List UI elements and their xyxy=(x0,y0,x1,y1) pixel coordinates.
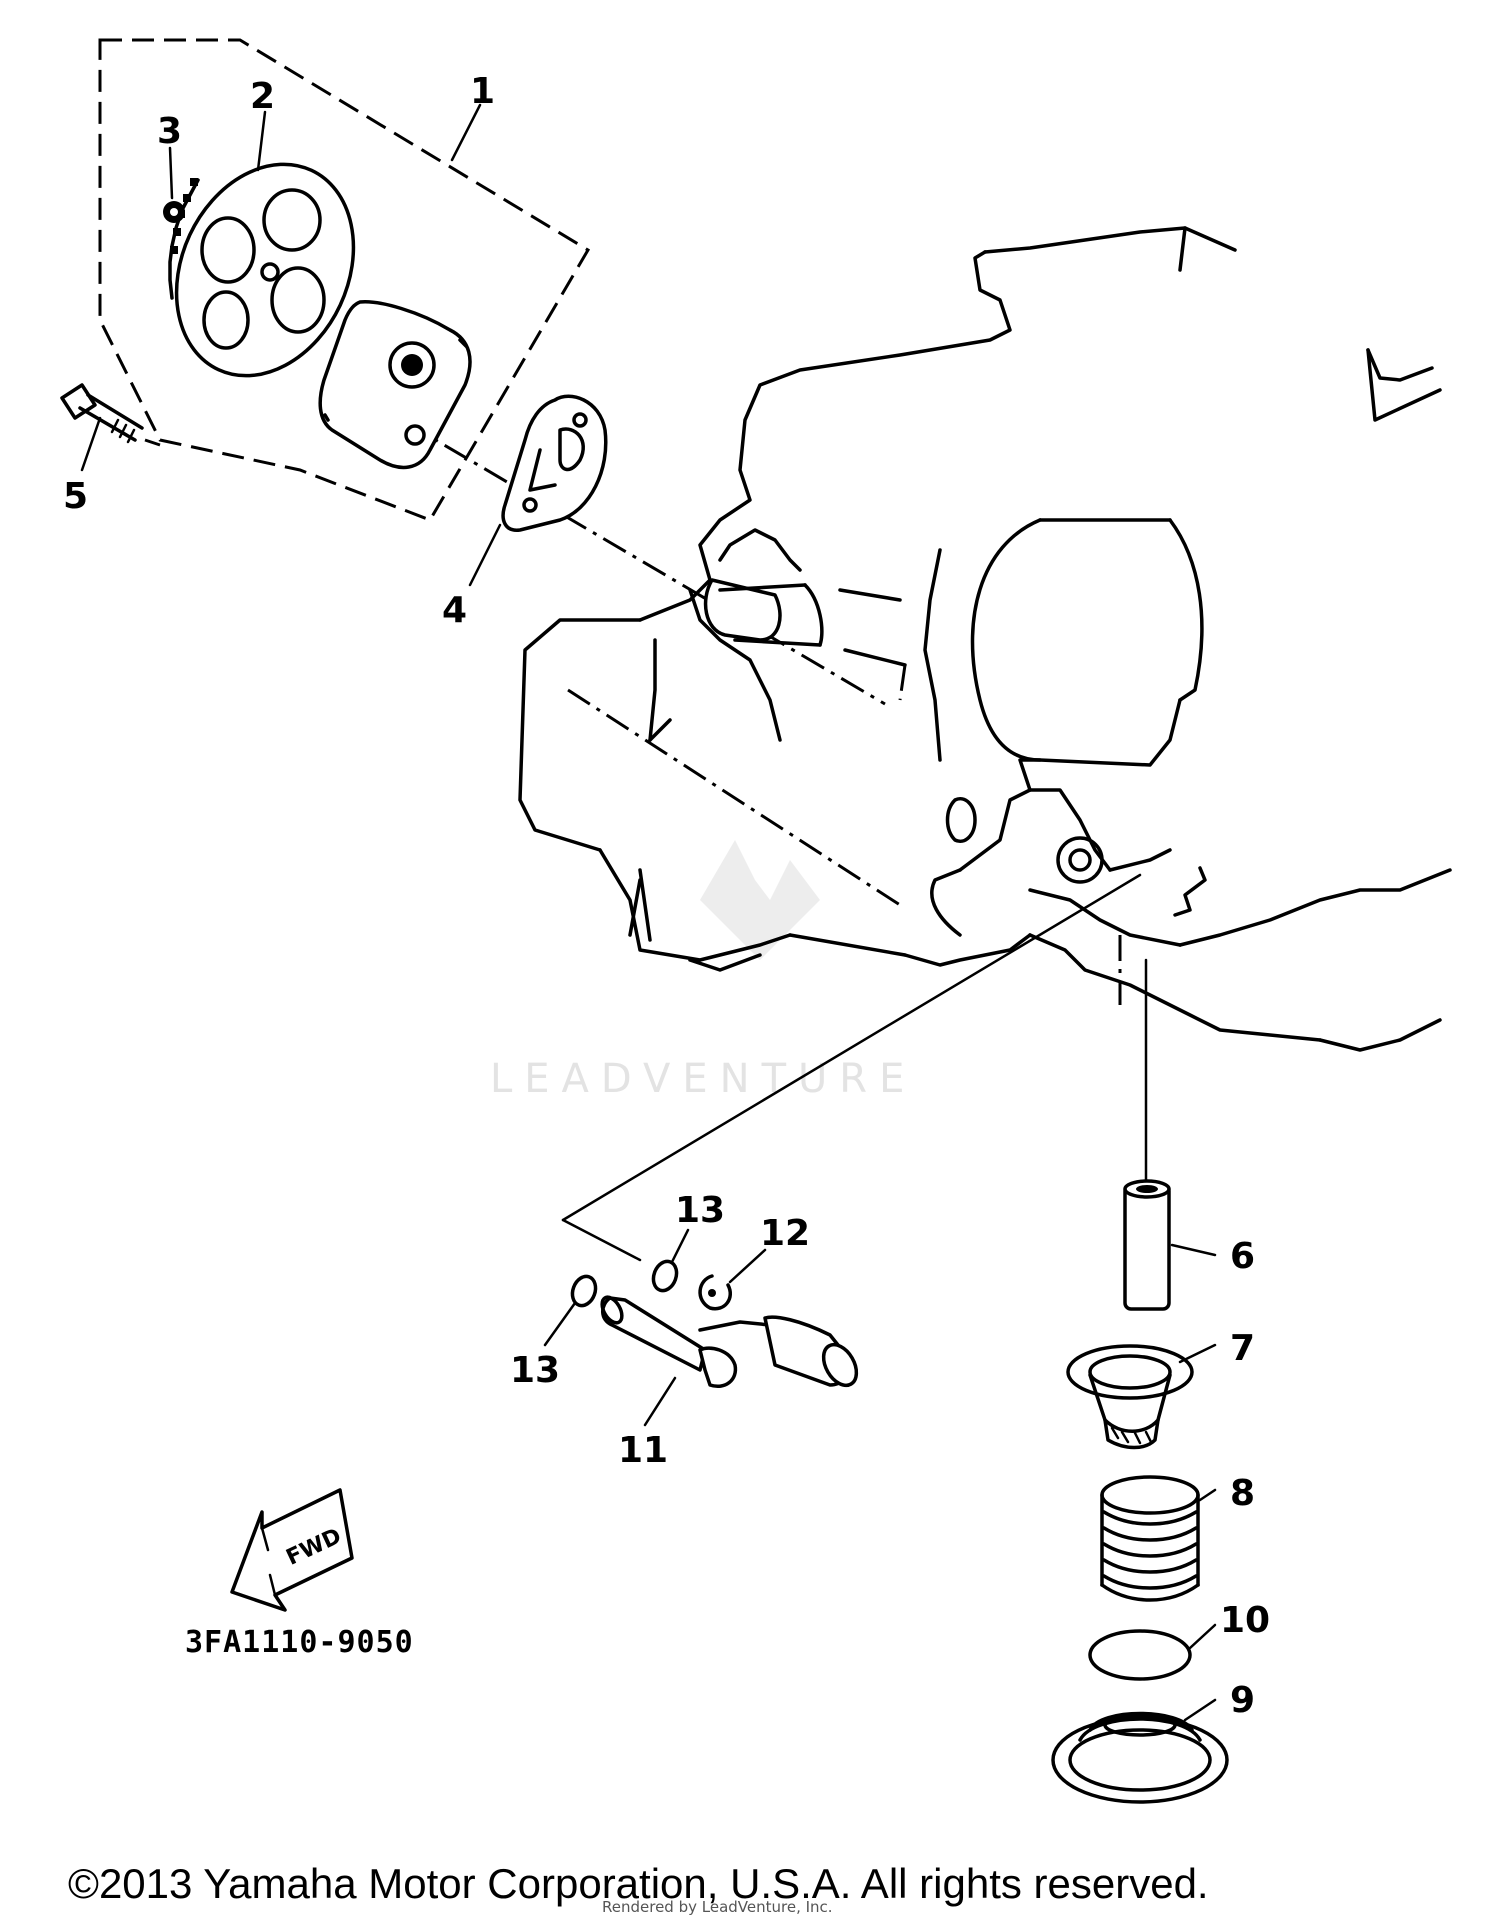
callout-13-lower: 13 xyxy=(510,1350,560,1391)
callout-12: 12 xyxy=(760,1213,810,1254)
callout-5: 5 xyxy=(63,476,88,517)
callout-4: 4 xyxy=(442,590,467,631)
callout-13-upper: 13 xyxy=(675,1190,725,1231)
engine-crankcase xyxy=(518,226,1452,1052)
callout-3: 3 xyxy=(157,111,182,152)
oil-pump-shaft-boss xyxy=(703,578,907,701)
callout-9: 9 xyxy=(1230,1680,1255,1721)
callout-10: 10 xyxy=(1220,1600,1270,1641)
gasket xyxy=(501,394,608,532)
callout-2: 2 xyxy=(250,76,275,117)
spring xyxy=(1100,1475,1200,1602)
oil-strainer-pipe xyxy=(1123,1179,1171,1311)
o-ring xyxy=(1088,1629,1192,1681)
callout-7: 7 xyxy=(1230,1328,1255,1369)
oil-pump-housing xyxy=(318,300,472,470)
oil-delivery-pipe xyxy=(600,1295,859,1388)
pipe-o-ring-lower xyxy=(570,1274,598,1308)
callout-labels: 1 2 3 4 5 6 7 8 9 10 11 12 13 13 xyxy=(63,71,1270,1721)
diagram-code: 3FA1110-9050 xyxy=(185,1625,414,1660)
bolt xyxy=(60,383,161,447)
callout-1: 1 xyxy=(470,71,495,112)
oil-pump-assembly-box xyxy=(98,38,591,522)
forward-arrow: FWD xyxy=(230,1488,354,1612)
circlip xyxy=(163,201,185,223)
pipe-o-ring-upper xyxy=(651,1259,679,1293)
leadventure-watermark: LEADVENTURE xyxy=(490,840,916,1102)
pipe-clip xyxy=(698,1274,732,1311)
callout-6: 6 xyxy=(1230,1236,1255,1277)
render-credit: Rendered by LeadVenture, Inc. xyxy=(602,1898,833,1916)
callout-leaders xyxy=(80,103,1217,1722)
oil-pump-drive-gear xyxy=(168,162,356,378)
oil-strainer xyxy=(1066,1344,1194,1450)
watermark-text: LEADVENTURE xyxy=(490,1056,916,1102)
copyright-notice: ©2013 Yamaha Motor Corporation, U.S.A. A… xyxy=(68,1860,1209,1907)
strainer-cover xyxy=(1051,1711,1229,1804)
callout-8: 8 xyxy=(1230,1473,1255,1514)
assembly-lines xyxy=(404,420,1148,1262)
callout-11: 11 xyxy=(618,1430,668,1471)
